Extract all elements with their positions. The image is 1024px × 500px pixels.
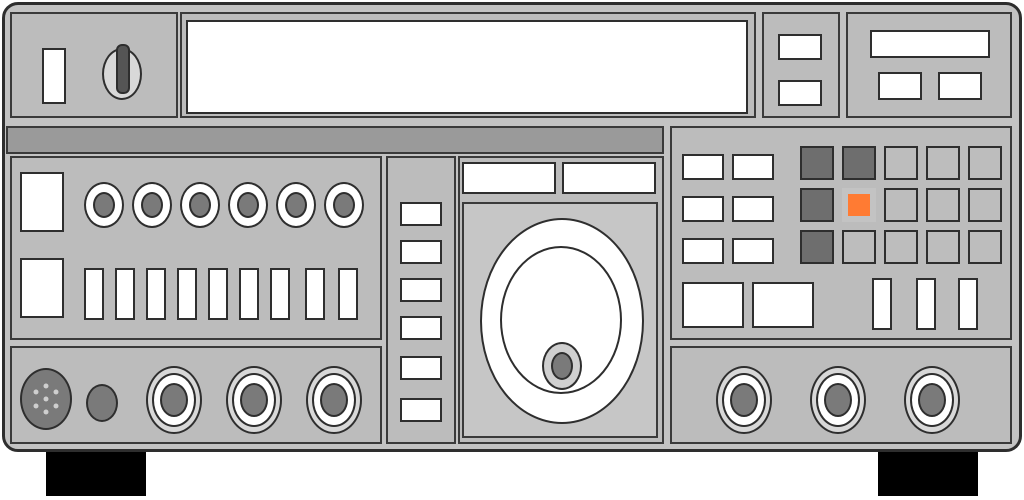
- rotary-selector-icon: [116, 44, 130, 94]
- memory-button-1[interactable]: [400, 202, 442, 226]
- frequency-display: [186, 20, 748, 114]
- bottom-right-knob-2[interactable]: [810, 366, 866, 434]
- slide-switch-3[interactable]: [146, 268, 166, 320]
- grid-button-r3c5[interactable]: [968, 230, 1002, 264]
- right-foot: [878, 452, 978, 496]
- memory-button-2[interactable]: [400, 240, 442, 264]
- grid-button-r3c2[interactable]: [842, 230, 876, 264]
- bottom-right-knob-1[interactable]: [716, 366, 772, 434]
- grid-button-r2c1[interactable]: [800, 188, 834, 222]
- small-knob-2[interactable]: [132, 182, 172, 228]
- top-right-button-2[interactable]: [938, 72, 982, 100]
- keypad-white-1[interactable]: [682, 154, 724, 180]
- keypad-white-4[interactable]: [732, 196, 774, 222]
- bottom-left-knob-3[interactable]: [306, 366, 362, 434]
- left-foot: [46, 452, 146, 496]
- small-knob-1[interactable]: [84, 182, 124, 228]
- grid-button-r3c1[interactable]: [800, 230, 834, 264]
- grid-button-r1c2[interactable]: [842, 146, 876, 180]
- top-right-panel: [846, 12, 1012, 118]
- slide-switch-2[interactable]: [115, 268, 135, 320]
- memory-button-6[interactable]: [400, 398, 442, 422]
- top-right-button-1[interactable]: [878, 72, 922, 100]
- grid-button-r2c3[interactable]: [884, 188, 918, 222]
- grid-button-r3c3[interactable]: [884, 230, 918, 264]
- grid-button-r2c2-active[interactable]: [842, 188, 876, 222]
- headphone-jack[interactable]: [86, 384, 118, 422]
- keypad-white-5[interactable]: [682, 238, 724, 264]
- slide-switch-4[interactable]: [177, 268, 197, 320]
- grid-button-r1c3[interactable]: [884, 146, 918, 180]
- left-square-button-2[interactable]: [20, 258, 64, 318]
- small-knob-5[interactable]: [276, 182, 316, 228]
- top-mid-panel: [762, 12, 840, 118]
- mic-connector-icon[interactable]: [20, 368, 72, 430]
- grid-button-r1c4[interactable]: [926, 146, 960, 180]
- grid-button-r2c4[interactable]: [926, 188, 960, 222]
- slide-switch-8[interactable]: [305, 268, 325, 320]
- small-knob-4[interactable]: [228, 182, 268, 228]
- slide-switch-9[interactable]: [338, 268, 358, 320]
- toggle-switch-2[interactable]: [916, 278, 936, 330]
- memory-button-5[interactable]: [400, 356, 442, 380]
- tuning-button-left[interactable]: [462, 162, 556, 194]
- keypad-white-6[interactable]: [732, 238, 774, 264]
- slide-switch-5[interactable]: [208, 268, 228, 320]
- tuning-dial-inner-ring: [500, 246, 622, 394]
- slide-switch-1[interactable]: [84, 268, 104, 320]
- power-switch[interactable]: [42, 48, 66, 104]
- small-knob-6[interactable]: [324, 182, 364, 228]
- grid-button-r1c1[interactable]: [800, 146, 834, 180]
- small-knob-3[interactable]: [180, 182, 220, 228]
- tuning-button-right[interactable]: [562, 162, 656, 194]
- keypad-white-2[interactable]: [732, 154, 774, 180]
- top-mid-button-2[interactable]: [778, 80, 822, 106]
- top-left-panel: [10, 12, 178, 118]
- bottom-right-knob-3[interactable]: [904, 366, 960, 434]
- wide-button-1[interactable]: [682, 282, 744, 328]
- tuning-dial-icon[interactable]: [480, 218, 644, 424]
- memory-button-4[interactable]: [400, 316, 442, 340]
- grid-button-r2c5[interactable]: [968, 188, 1002, 222]
- top-mid-button-1[interactable]: [778, 34, 822, 60]
- memory-button-3[interactable]: [400, 278, 442, 302]
- toggle-switch-3[interactable]: [958, 278, 978, 330]
- bottom-left-knob-2[interactable]: [226, 366, 282, 434]
- toggle-switch-1[interactable]: [872, 278, 892, 330]
- separator-strip: [6, 126, 664, 154]
- tuning-dial-finger-hole[interactable]: [542, 342, 582, 390]
- bottom-left-knob-1[interactable]: [146, 366, 202, 434]
- wide-button-2[interactable]: [752, 282, 814, 328]
- grid-button-r1c5[interactable]: [968, 146, 1002, 180]
- sub-display: [870, 30, 990, 58]
- grid-button-r3c4[interactable]: [926, 230, 960, 264]
- left-square-button-1[interactable]: [20, 172, 64, 232]
- rotary-selector-knob[interactable]: [102, 44, 142, 100]
- slide-switch-7[interactable]: [270, 268, 290, 320]
- slide-switch-6[interactable]: [239, 268, 259, 320]
- keypad-white-3[interactable]: [682, 196, 724, 222]
